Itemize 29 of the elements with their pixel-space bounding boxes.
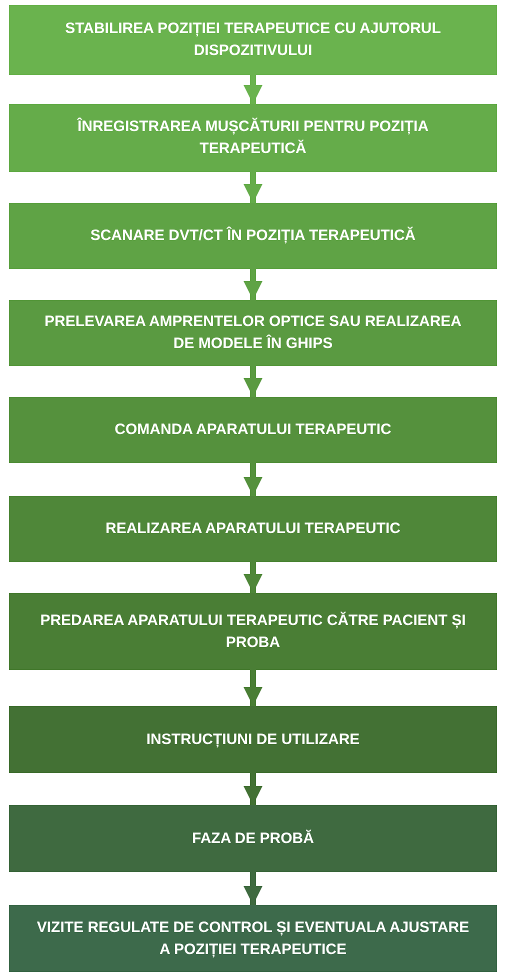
step-text: COMANDA APARATULUI TERAPEUTIC bbox=[114, 420, 392, 440]
step-text: ÎNREGISTRAREA MUȘCĂTURII PENTRU POZIȚIA TERAPEUTICĂ bbox=[76, 116, 430, 159]
process-box bbox=[9, 905, 497, 972]
process-box bbox=[9, 300, 497, 366]
step-text: PRELEVAREA AMPRENTELOR OPTICE SAU REALIZAREA DE MODELE ÎN GHIPS bbox=[44, 312, 462, 354]
process-box bbox=[9, 706, 497, 773]
step-text: VIZITE REGULATE DE CONTROL ȘI EVENTUALA AJUSTARE A POZIȚIEI TERAPEUTICE bbox=[36, 918, 470, 960]
process-box bbox=[9, 5, 497, 75]
process-box bbox=[9, 397, 497, 463]
step-text: PREDAREA APARATULUI TERAPEUTIC CĂTRE PACIENT ȘI PROBA bbox=[39, 610, 467, 652]
arrow bbox=[243, 269, 263, 300]
arrow bbox=[243, 75, 263, 104]
process-box bbox=[9, 805, 497, 872]
process-box bbox=[9, 496, 497, 562]
step-text: REALIZAREA APARATULUI TERAPEUTIC bbox=[106, 519, 400, 539]
process-box bbox=[9, 593, 497, 670]
arrow bbox=[243, 562, 263, 593]
arrow bbox=[243, 366, 263, 397]
arrow bbox=[243, 463, 263, 496]
arrow bbox=[243, 172, 263, 203]
step-text: INSTRUCȚIUNI DE UTILIZARE bbox=[146, 730, 360, 750]
process-box bbox=[9, 104, 497, 172]
step-text: SCANARE DVT/CT ÎN POZIȚIA TERAPEUTICĂ bbox=[90, 226, 416, 246]
arrow bbox=[243, 872, 263, 905]
process-box bbox=[9, 203, 497, 269]
arrow bbox=[243, 773, 263, 805]
arrow bbox=[243, 670, 263, 706]
step-text: FAZA DE PROBĂ bbox=[192, 828, 314, 848]
step-text: STABILIREA POZIȚIEI TERAPEUTICE CU AJUTORUL DISPOZITIVULUI bbox=[64, 19, 442, 61]
